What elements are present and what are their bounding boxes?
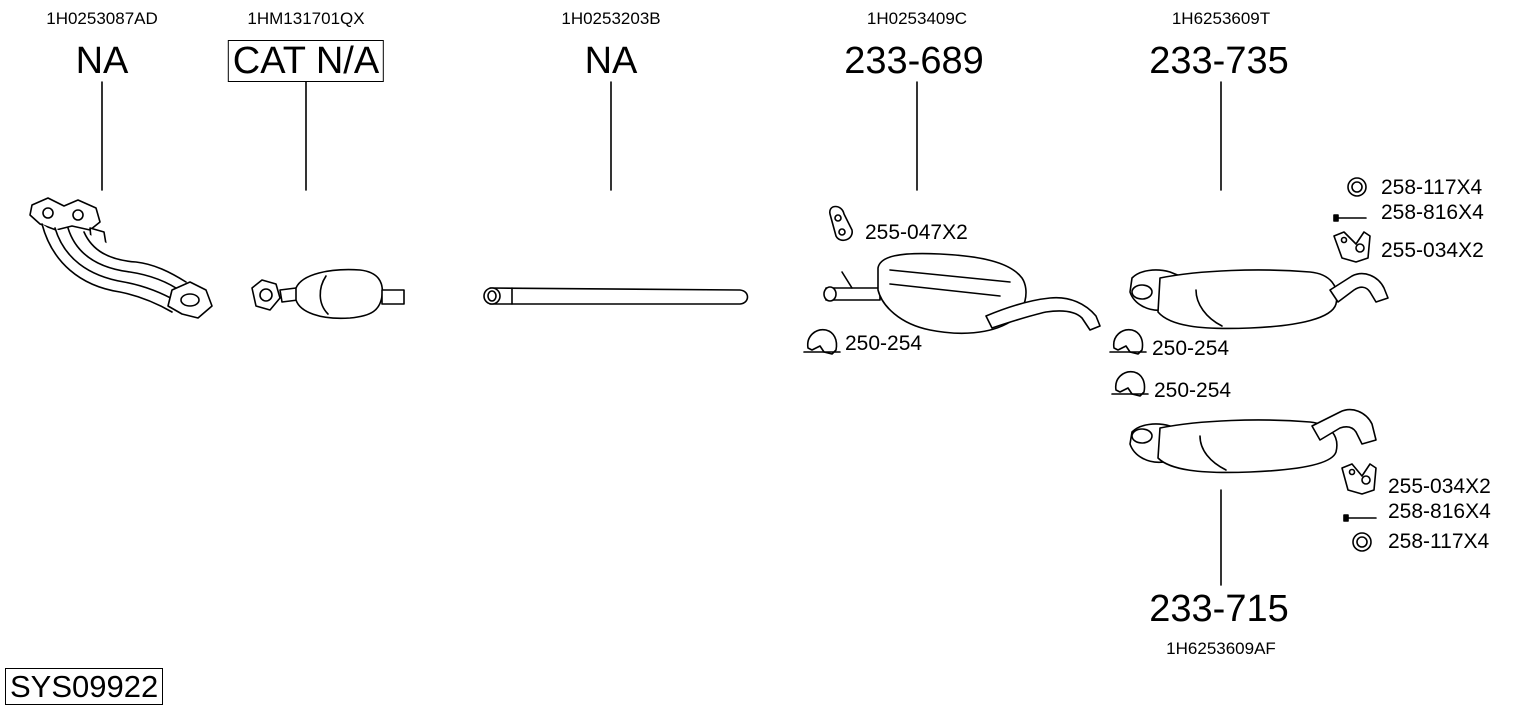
pipe-clamp-icon bbox=[803, 328, 841, 355]
rear-silencer-alt-icon bbox=[1129, 408, 1377, 474]
oe-code-label: 1H0253203B bbox=[561, 9, 661, 28]
accessory-label: 258-117X4 bbox=[1381, 176, 1483, 199]
mounting-bracket-icon bbox=[1341, 463, 1377, 495]
part-number-label: CAT N/A bbox=[227, 40, 385, 82]
pipe-clamp-icon bbox=[1109, 328, 1147, 355]
oe-code-label: 1H0253409C bbox=[866, 9, 968, 28]
front-silencer-icon bbox=[823, 252, 1101, 335]
ring-gasket-icon bbox=[1347, 177, 1367, 197]
accessory-label: 258-816X4 bbox=[1388, 500, 1491, 523]
bolt-icon bbox=[1343, 514, 1377, 522]
oe-code-label: 1H6253609T bbox=[1171, 9, 1271, 28]
ring-gasket-icon bbox=[1352, 532, 1372, 552]
accessory-label: 255-047X2 bbox=[865, 221, 968, 244]
straight-pipe-icon bbox=[483, 287, 749, 305]
leader-lines bbox=[101, 81, 1222, 586]
accessory-label: 255-034X2 bbox=[1381, 239, 1484, 262]
mounting-bracket-icon bbox=[1333, 231, 1371, 263]
part-number-label: NA bbox=[584, 40, 638, 82]
accessory-label: 250-254 bbox=[1154, 379, 1232, 402]
oe-code-label: 1H0253087AD bbox=[46, 9, 158, 28]
accessory-label: 250-254 bbox=[845, 332, 923, 355]
bolt-icon bbox=[1333, 214, 1367, 222]
system-id-label: SYS09922 bbox=[5, 668, 164, 705]
accessory-label: 250-254 bbox=[1152, 337, 1230, 360]
oe-code-label: 1H6253609AF bbox=[1166, 639, 1276, 658]
pipe-clamp-icon bbox=[1111, 370, 1149, 397]
exhaust-manifold-icon bbox=[29, 197, 213, 319]
accessory-label: 258-117X4 bbox=[1388, 530, 1490, 553]
rubber-hanger-icon bbox=[829, 205, 853, 242]
accessory-label: 255-034X2 bbox=[1388, 475, 1491, 498]
catalytic-converter-icon bbox=[251, 268, 405, 320]
part-number-label: 233-735 bbox=[1149, 40, 1289, 82]
part-number-label: 233-689 bbox=[844, 40, 984, 82]
oe-code-label: 1HM131701QX bbox=[247, 9, 365, 28]
part-number-label: 233-715 bbox=[1149, 588, 1289, 630]
part-number-label: NA bbox=[75, 40, 129, 82]
accessory-label: 258-816X4 bbox=[1381, 201, 1484, 224]
rear-silencer-icon bbox=[1129, 269, 1389, 330]
